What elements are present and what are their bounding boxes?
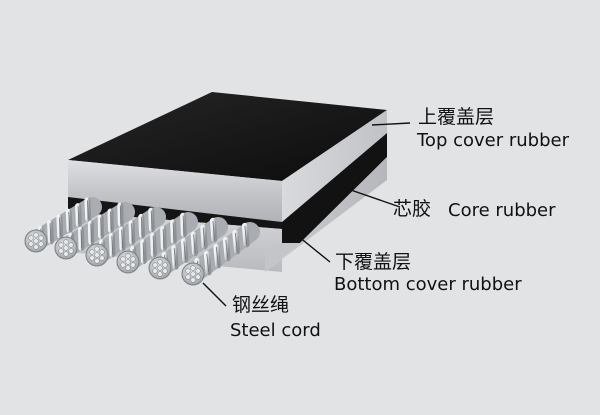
steel-cord-label-cn: 钢丝绳 bbox=[232, 294, 290, 316]
leader-lines bbox=[202, 122, 411, 307]
bottom-cover-label-en: Bottom cover rubber bbox=[334, 274, 522, 295]
top-cover-label-cn: 上覆盖层 bbox=[418, 106, 495, 128]
top-cover-surface bbox=[68, 92, 387, 181]
top-cover-right-side bbox=[282, 110, 387, 222]
leader-bottom-cover bbox=[292, 231, 331, 263]
core-label-cn: 芯胶 bbox=[393, 198, 432, 220]
leader-core bbox=[344, 187, 401, 208]
steel-cord bbox=[54, 202, 135, 260]
steel-cord bbox=[116, 212, 198, 274]
leader-steel-cord bbox=[202, 282, 227, 307]
steel-cord bbox=[181, 222, 260, 286]
steel-cord bbox=[85, 207, 166, 267]
steel-cord-label-en: Steel cord bbox=[230, 320, 321, 341]
core-label-en: Core rubber bbox=[448, 200, 556, 221]
top-cover-front-side bbox=[68, 160, 282, 222]
top-cover-label-en: Top cover rubber bbox=[417, 130, 569, 151]
steel-cord bbox=[148, 217, 228, 280]
core-rubber-right bbox=[282, 133, 387, 243]
steel-cord bbox=[24, 197, 102, 253]
leader-top-cover bbox=[371, 122, 411, 126]
steel-cords bbox=[24, 197, 260, 286]
bottom-cover-label-cn: 下覆盖层 bbox=[335, 251, 412, 273]
